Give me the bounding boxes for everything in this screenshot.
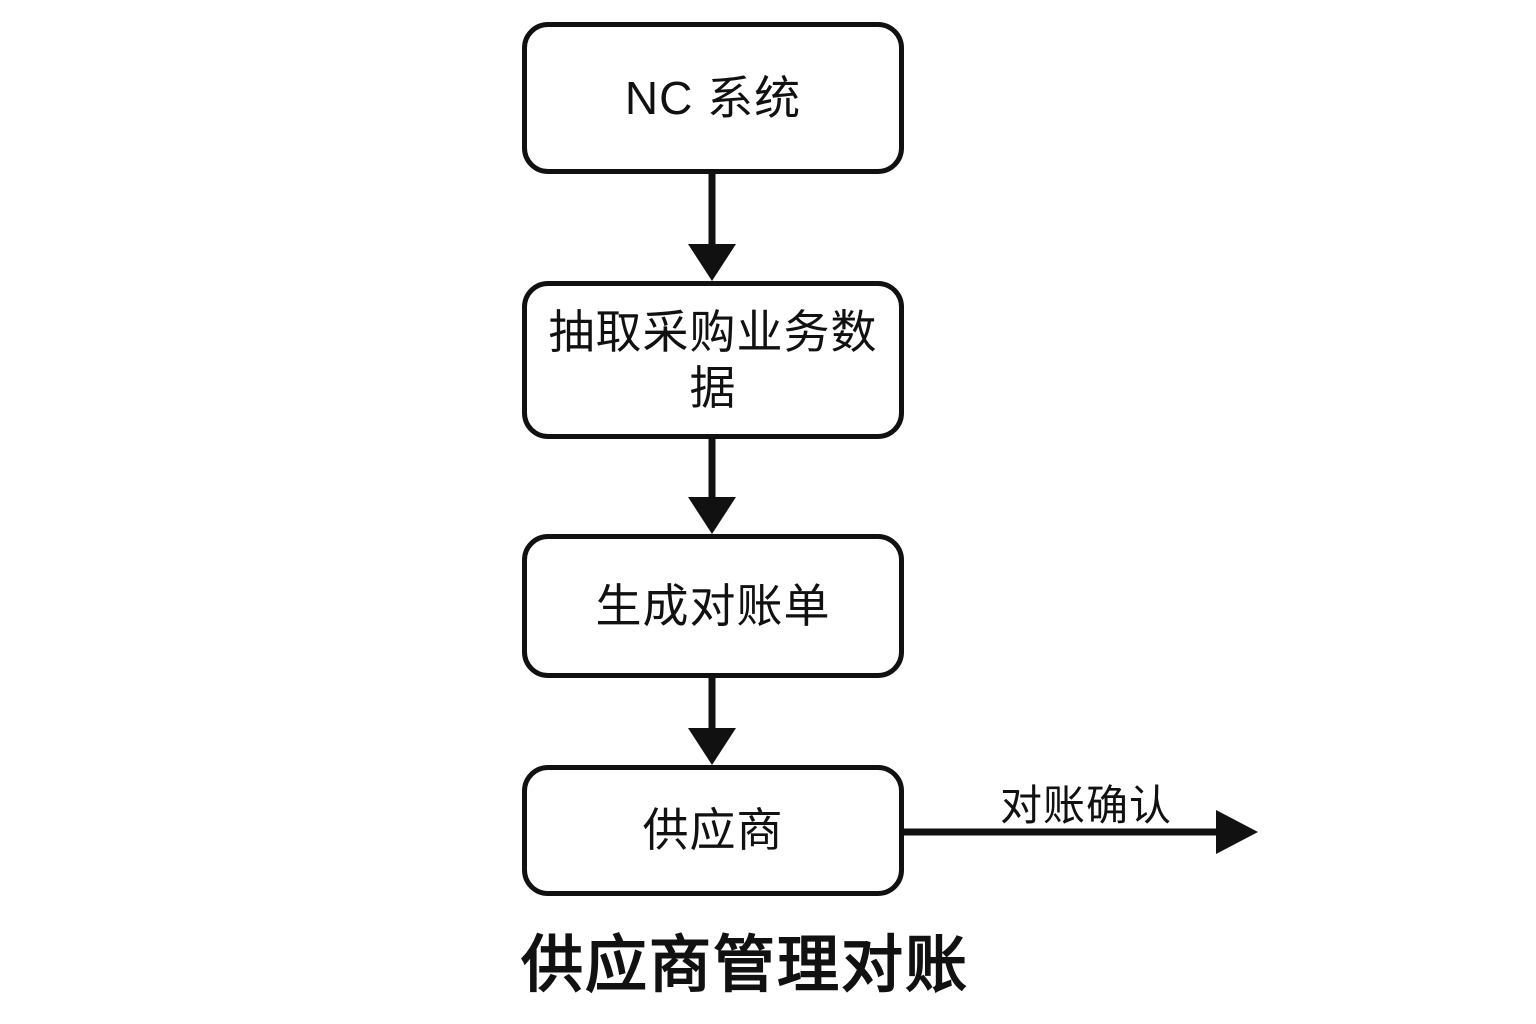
edge-nc-to-extract — [688, 174, 736, 281]
edge-supplier-reconcile-confirm — [902, 810, 1258, 854]
edge-extract-to-statement — [688, 439, 736, 534]
flow-node-nc-system[interactable]: NC 系统 — [522, 22, 904, 174]
edge-label-reconcile-confirm: 对账确认 — [1000, 782, 1173, 829]
flow-node-generate-statement[interactable]: 生成对账单 — [522, 534, 904, 678]
flow-node-supplier[interactable]: 供应商 — [522, 765, 904, 896]
diagram-caption: 供应商管理对账 — [520, 931, 969, 1000]
flow-node-extract-purchase-data[interactable]: 抽取采购业务数据 — [522, 281, 904, 439]
edge-statement-to-supplier — [688, 678, 736, 765]
